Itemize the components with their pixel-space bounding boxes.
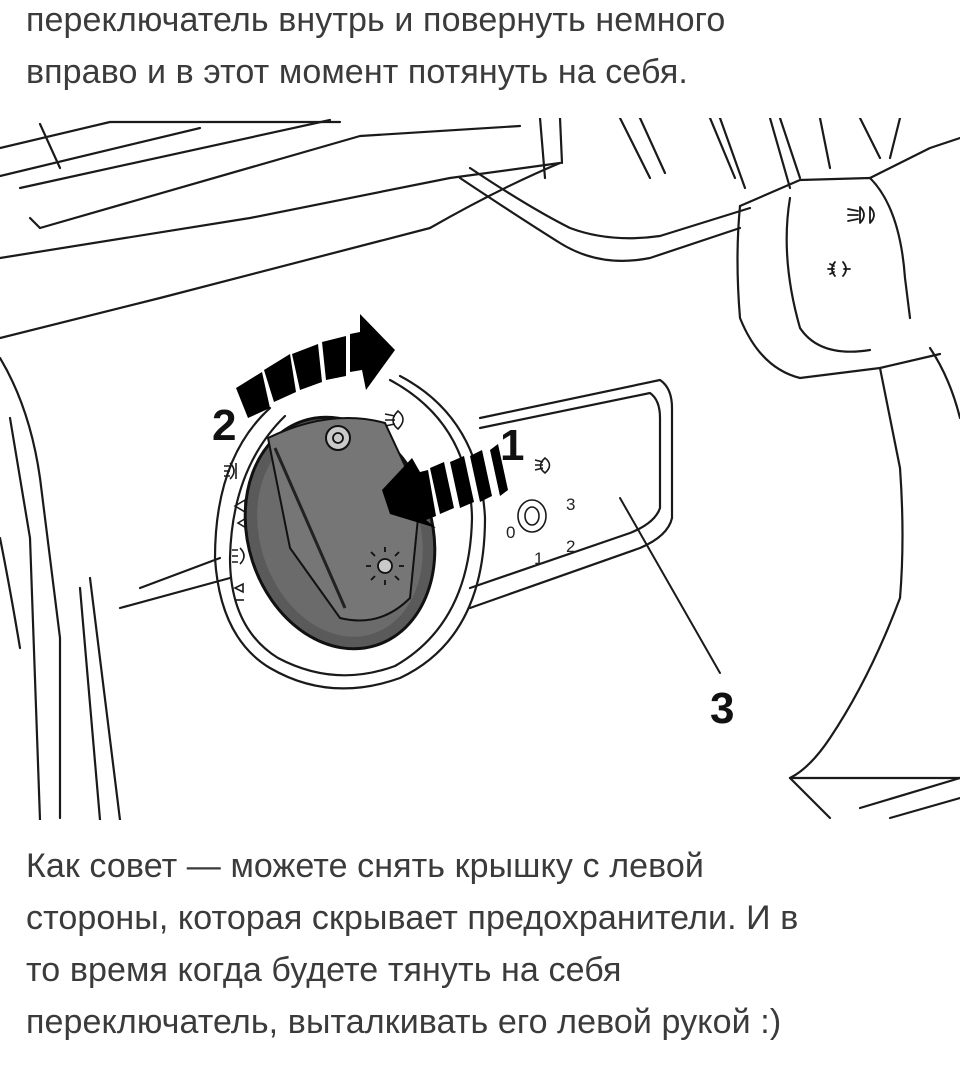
stalk-highbeam-icon [847,206,875,224]
scale-label-0: 0 [506,523,515,542]
bezel-scale [224,409,551,601]
push-arrow-icon [382,444,508,528]
scale-label-1: 1 [534,549,543,568]
knob-light-symbol-icon [366,547,404,585]
text-line: переключатель, выталкивать его левой рук… [26,1003,782,1041]
text-line: стороны, которая скрывает предохранители… [26,899,799,937]
paragraph-top: переключатель внутрь и повернуть немного… [26,0,936,98]
callout-3: 3 [710,684,734,733]
callout-1: 1 [500,421,524,470]
foglight-front-icon [232,547,245,601]
scale-label-2: 2 [566,537,575,556]
headlight-icon [384,409,404,431]
dashboard-outline [0,118,832,820]
rotate-arrow-icon [236,314,395,418]
turn-signal-stalk [736,118,960,820]
callout-2: 2 [212,401,236,450]
text-line: Как совет — можете снять крышку с левой [26,847,705,885]
stalk-parking-icon [827,261,851,277]
foglight-rear-icon [224,462,237,480]
scale-label-3: 3 [566,495,575,514]
text-line: вправо и в этот момент потянуть на себя. [26,53,688,91]
callout-3-leader [619,497,721,674]
text-line: переключатель внутрь и повернуть немного [26,1,726,39]
light-switch-knob-icon[interactable] [216,392,464,673]
text-line: то время когда будете тянуть на себя [26,951,622,989]
switch-panel-cover [468,378,674,610]
headlight-switch-diagram: 2 1 3 0 1 2 3 [0,118,960,820]
rotary-scale-icon [517,456,551,533]
paragraph-bottom: Как совет — можете снять крышку с левой … [26,840,936,1048]
